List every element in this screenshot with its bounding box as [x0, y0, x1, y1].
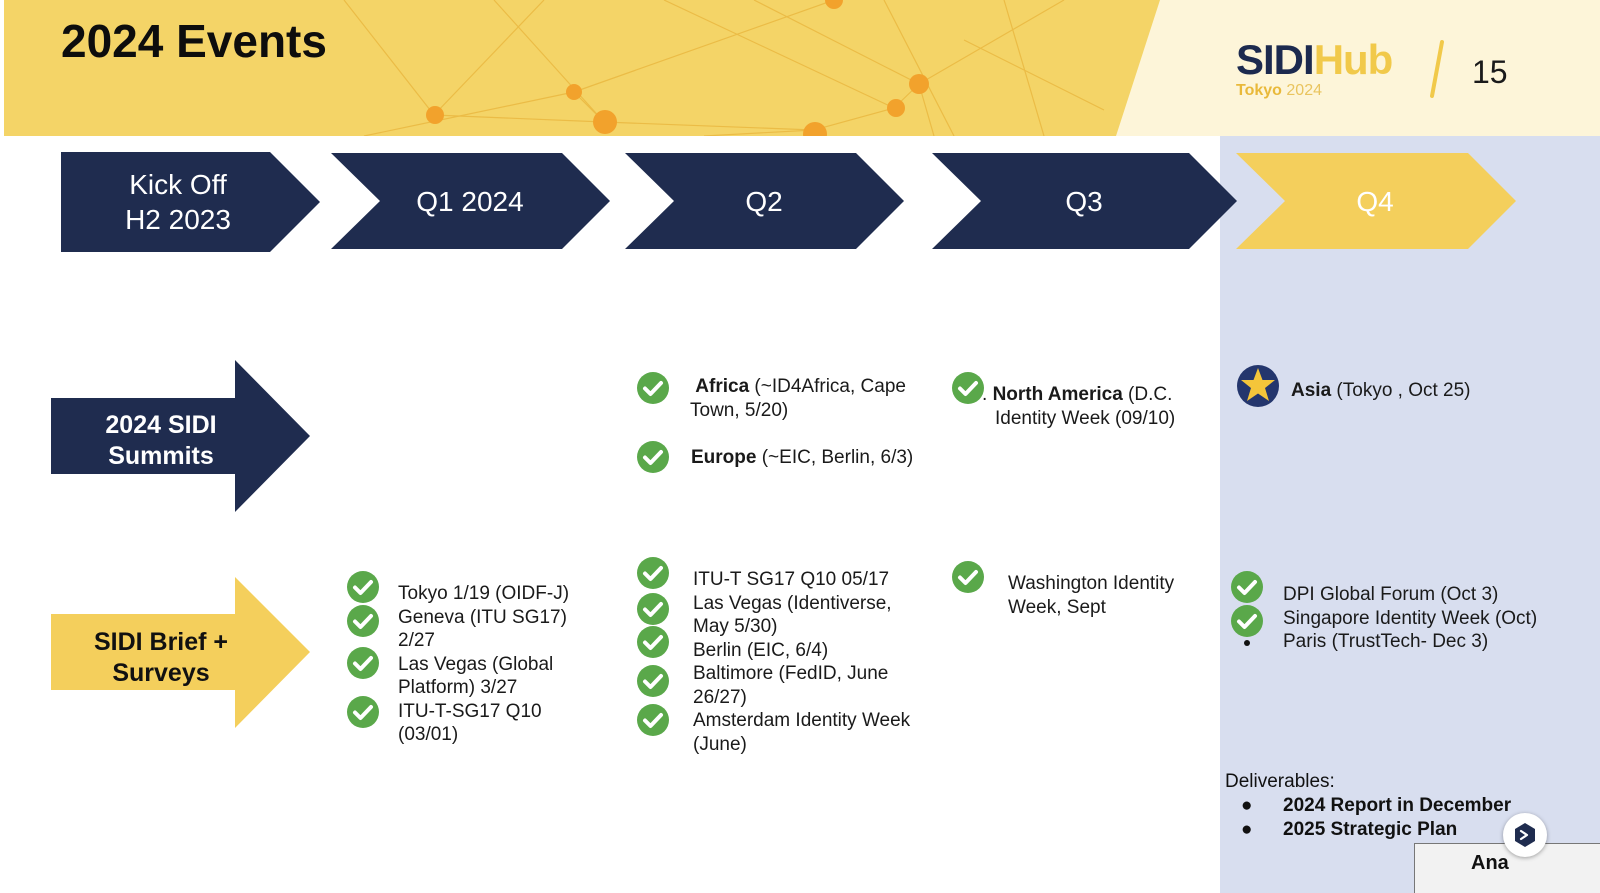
- list-item: (03/01): [398, 724, 459, 745]
- header-band: [4, 0, 1600, 136]
- list-item: ● 2024 Report in December: [1225, 794, 1511, 818]
- kickoff-label: Kick Off H2 2023: [125, 169, 231, 235]
- brief-row-arrow: [51, 577, 310, 728]
- deliverables-heading: Deliverables:: [1225, 771, 1335, 792]
- brief-row-label: SIDI Brief + Surveys: [93, 628, 229, 687]
- kickoff-arrow: [61, 152, 320, 252]
- summit-europe-detail: (~EIC, Berlin, 6/3): [756, 447, 914, 468]
- list-item: Week, Sept: [1008, 596, 1106, 618]
- summit-north-america: . North America (D.C. Identity Week (09/…: [982, 383, 1175, 430]
- check-circle-icon: [347, 647, 379, 679]
- check-circle-icon: [637, 557, 669, 589]
- list-item: ● 2025 Strategic Plan: [1225, 818, 1511, 842]
- summit-na-prefix: .: [982, 384, 993, 405]
- summit-africa-detail-line2: Town, 5/20): [690, 399, 789, 421]
- list-item: 2/27: [398, 630, 435, 651]
- summit-na-detail: (D.C.: [1122, 384, 1173, 405]
- assistant-chat-icon: [1515, 823, 1535, 847]
- check-circle-icon: [347, 605, 379, 637]
- summit-asia: Asia (Tokyo , Oct 25): [1291, 379, 1471, 403]
- check-circle-icon: [347, 696, 379, 728]
- list-item: Singapore Identity Week (Oct): [1283, 607, 1538, 629]
- bullet: ●: [1241, 795, 1253, 816]
- summit-na-name: North America: [992, 384, 1123, 405]
- q3-label: Q3: [1065, 186, 1103, 217]
- q4-chevron: [1236, 153, 1516, 249]
- check-circle-icon: [637, 626, 669, 658]
- summit-na-detail-line2: Identity Week (09/10): [995, 407, 1176, 429]
- list-item: Geneva (ITU SG17): [398, 606, 567, 628]
- summit-asia-detail: (Tokyo , Oct 25): [1331, 380, 1471, 401]
- logo-divider: [1430, 40, 1444, 98]
- summit-europe-name: Europe: [691, 447, 757, 468]
- q4-label: Q4: [1356, 186, 1394, 217]
- q3-chevron: [932, 153, 1237, 249]
- q4-highlight-panel: [1220, 136, 1600, 893]
- bullet-dot: [1244, 640, 1250, 646]
- list-item: Tokyo 1/19 (OIDF-J): [398, 583, 570, 604]
- list-item: Paris (TrustTech- Dec 3): [1283, 631, 1489, 652]
- check-circle-icon: [637, 704, 669, 736]
- logo-text-year: 2024: [1286, 82, 1322, 99]
- list-item: Baltimore (FedID, June: [693, 663, 889, 684]
- list-item: ITU-T SG17 Q10 05/17: [693, 569, 890, 590]
- logo-text-sidi: SIDI: [1236, 36, 1315, 83]
- summit-africa: Africa (~ID4Africa, Cape Town, 5/20): [690, 375, 906, 422]
- check-circle-icon: [952, 561, 984, 593]
- deliverable-text: 2025 Strategic Plan: [1283, 819, 1458, 840]
- brief-q3-list: Washington Identity Week, Sept: [1008, 572, 1174, 619]
- logo-text-tokyo: Tokyo: [1236, 82, 1282, 99]
- check-circle-icon: [347, 571, 379, 603]
- list-item: ITU-T-SG17 Q10: [398, 700, 542, 722]
- assistant-fab-button[interactable]: [1503, 813, 1547, 857]
- list-item: DPI Global Forum (Oct 3): [1283, 584, 1499, 605]
- q2-chevron: [625, 153, 904, 249]
- deliverables: Deliverables: ● 2024 Report in December …: [1225, 770, 1511, 842]
- summit-europe: Europe (~EIC, Berlin, 6/3): [691, 446, 913, 470]
- analytics-tab-label: Ana: [1471, 852, 1509, 874]
- list-item: Platform) 3/27: [398, 677, 518, 698]
- summits-row-arrow: [51, 360, 310, 512]
- list-item: Las Vegas (Global: [398, 653, 554, 675]
- summit-asia-name: Asia: [1291, 380, 1332, 401]
- summit-africa-name: Africa: [695, 376, 750, 397]
- list-item: Las Vegas (Identiverse,: [693, 592, 892, 614]
- list-item: 26/27): [693, 686, 747, 708]
- page-number: 15: [1472, 54, 1508, 90]
- brief-q2-list: ITU-T SG17 Q10 05/17 Las Vegas (Identive…: [693, 568, 910, 756]
- q1-label: Q1 2024: [416, 186, 524, 217]
- list-item: May 5/30): [693, 616, 778, 637]
- list-item: Amsterdam Identity Week: [693, 710, 911, 731]
- q1-chevron: [331, 153, 610, 249]
- star-badge-icon: [1237, 365, 1279, 407]
- check-circle-icon: [637, 441, 669, 473]
- sidi-hub-logo: SIDIHub Tokyo 2024: [1236, 36, 1394, 100]
- summit-africa-detail: (~ID4Africa, Cape: [749, 376, 906, 397]
- check-circle-icon: [1231, 571, 1263, 603]
- logo-text-hub: Hub: [1313, 36, 1394, 83]
- check-circle-icon: [637, 665, 669, 697]
- list-item: Washington Identity: [1008, 573, 1175, 594]
- bullet: ●: [1241, 819, 1253, 840]
- brief-q4-list: DPI Global Forum (Oct 3) Singapore Ident…: [1283, 583, 1537, 654]
- check-circle-icon: [1231, 605, 1263, 637]
- brief-q1-list: Tokyo 1/19 (OIDF-J) Geneva (ITU SG17) 2/…: [398, 582, 569, 747]
- check-circle-icon: [637, 593, 669, 625]
- list-item: Berlin (EIC, 6/4): [693, 639, 829, 661]
- deliverable-text: 2024 Report in December: [1283, 795, 1512, 816]
- check-circle-icon: [637, 372, 669, 404]
- check-circle-icon: [952, 372, 984, 404]
- summits-row-label: 2024 SIDI Summits: [105, 411, 217, 470]
- list-item: (June): [693, 733, 747, 755]
- page-title: 2024 Events: [61, 15, 327, 67]
- q2-label: Q2: [745, 186, 783, 217]
